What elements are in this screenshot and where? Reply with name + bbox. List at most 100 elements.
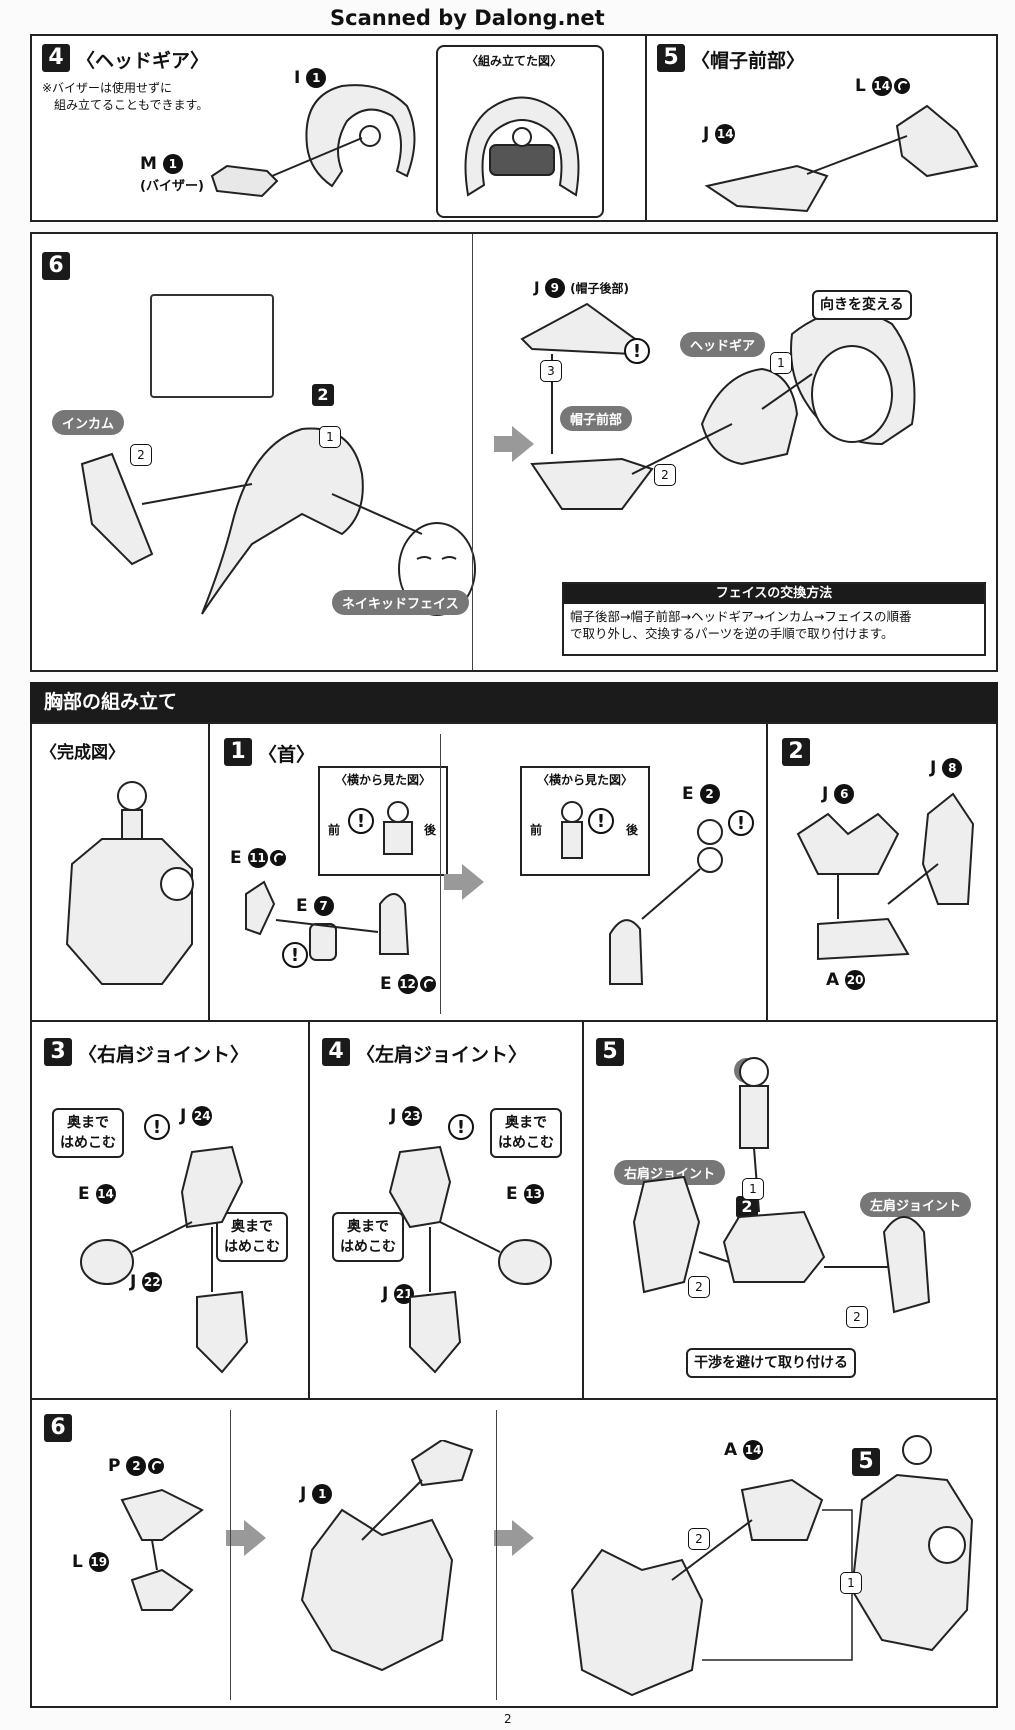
side-view-sketch xyxy=(561,801,583,859)
front-label: 前 xyxy=(530,823,543,837)
headgear-label: ヘッドギア xyxy=(680,332,766,357)
avoid-interference-callout: 干渉を避けて取り付ける xyxy=(686,1348,856,1378)
chest-step5-panel: 5 首 右肩ジョイント 左肩ジョイント 2 1 2 2 干渉を避けて取り付ける xyxy=(582,1020,998,1400)
part-label-j6: J 6 xyxy=(822,784,855,804)
step-ref-badge: 2 xyxy=(312,384,334,406)
step-title: 〈右肩ジョイント〉 xyxy=(78,1044,250,1066)
headgear-illustration xyxy=(210,84,416,198)
part-label-i: I 1 xyxy=(294,68,327,88)
order-2: 2 xyxy=(130,444,152,466)
chest-step3-right-joint-panel: 3 〈右肩ジョイント〉 奥まではめこむ 奥まではめこむ ! J 24 E 14 … xyxy=(30,1020,310,1400)
chest-step6-panel: 6 P 2 L 19 J 1 A 14 5 2 1 xyxy=(30,1398,998,1708)
part-label-e11: E 11 xyxy=(230,848,286,868)
step-title: 〈首〉 xyxy=(258,744,316,766)
step-number: 5 xyxy=(596,1038,624,1066)
complete-chest-illustration xyxy=(65,781,194,985)
face-swap-line1: 帽子後部→帽子前部→ヘッドギア→インカム→フェイスの順番 xyxy=(570,609,912,624)
push-in-callout: 奥まではめこむ xyxy=(216,1212,288,1262)
back-label: 後 xyxy=(424,823,437,837)
step-number: 1 xyxy=(224,738,252,766)
complete-view-panel: 〈完成図〉 xyxy=(30,722,210,1022)
part-label-e14: E 14 xyxy=(78,1184,116,1204)
caution-icon: ! xyxy=(282,942,308,968)
order-2: 2 xyxy=(688,1276,710,1298)
change-direction-callout: 向きを変える xyxy=(812,290,912,320)
part-label-l19: L 19 xyxy=(72,1552,109,1572)
part-label-j1: J 1 xyxy=(300,1484,333,1504)
caution-icon: ! xyxy=(624,338,650,364)
right-joint-illustration xyxy=(80,1145,249,1374)
part-label-a14: A 14 xyxy=(724,1440,764,1460)
part-label-l14: L 14 xyxy=(855,76,910,96)
face-swap-line2: で取り外し、交換するパーツを逆の手順で取り付けます。 xyxy=(570,626,894,641)
divider xyxy=(496,1410,497,1700)
divider xyxy=(440,734,441,1014)
incam-label: インカム xyxy=(52,410,125,435)
hat-assembly-illustration xyxy=(520,302,916,510)
order-3: 3 xyxy=(540,360,562,382)
step-title: 〈左肩ジョイント〉 xyxy=(356,1044,528,1066)
part-label-j14: J 14 xyxy=(703,124,736,144)
assembled-view-panel: 〈組み立てた図〉 xyxy=(436,45,604,218)
caution-icon: ! xyxy=(728,810,754,836)
step-number: 4 xyxy=(42,44,70,72)
part-label-e2: E 2 xyxy=(682,784,720,804)
step-number: 6 xyxy=(42,252,70,280)
order-1: 1 xyxy=(840,1572,862,1594)
flow-arrow xyxy=(494,1520,534,1556)
divider xyxy=(472,234,473,670)
order-2b: 2 xyxy=(846,1306,868,1328)
caution-icon: ! xyxy=(588,808,614,834)
step-title: 〈帽子前部〉 xyxy=(691,50,806,72)
step-ref-badge: 2 xyxy=(736,1196,758,1218)
side-view-box-2: 〈横から見た図〉 前 後 ! xyxy=(520,766,650,876)
part-label-j22: J 22 xyxy=(130,1272,163,1292)
step6-head-panel: 6 L 21 インカム 2 1 2 ネイキッドフェイス J 9 (帽子後部) !… xyxy=(30,232,998,672)
chest-frame-illustration xyxy=(796,792,975,961)
caution-icon: ! xyxy=(144,1114,170,1140)
step-title: 〈ヘッドギア〉 xyxy=(76,50,210,72)
part-label-j23: J 23 xyxy=(390,1106,423,1126)
flow-arrow xyxy=(494,426,534,462)
flow-arrow xyxy=(226,1520,266,1556)
part-label-e13: E 13 xyxy=(506,1184,544,1204)
step5-hat-front-panel: 5 〈帽子前部〉 L 14 J 14 xyxy=(645,34,998,222)
part-label-p2: P 2 xyxy=(108,1456,165,1476)
face-swap-box: フェイスの交換方法 帽子後部→帽子前部→ヘッドギア→インカム→フェイスの順番 で… xyxy=(562,582,986,656)
complete-view-title: 〈完成図〉 xyxy=(40,743,125,763)
front-label: 前 xyxy=(328,823,341,837)
page-number: 2 xyxy=(504,1712,512,1726)
hat-front-illustration xyxy=(704,104,979,213)
chest-step4-left-joint-panel: 4 〈左肩ジョイント〉 奥まではめこむ 奥まではめこむ ! J 23 E 13 … xyxy=(308,1020,584,1400)
naked-face-label: ネイキッドフェイス xyxy=(332,590,469,615)
part-label-e12: E 12 xyxy=(380,974,436,994)
step-ref-badge: 5 xyxy=(852,1448,880,1476)
chest-armor-illustration xyxy=(300,1440,474,1672)
note-line: ※バイザーは使用せずに xyxy=(42,81,173,95)
side-view-title: 〈横から見た図〉 xyxy=(536,773,633,787)
step-number: 3 xyxy=(44,1038,72,1066)
step-number: 4 xyxy=(322,1038,350,1066)
chest-step2-panel: 2 J 6 J 8 A 20 xyxy=(766,722,998,1022)
part-label-j24: J 24 xyxy=(180,1106,213,1126)
order-1: 1 xyxy=(319,426,341,448)
face-swap-title: フェイスの交換方法 xyxy=(564,584,984,604)
incam-part xyxy=(150,294,274,398)
p2-l19-illustration xyxy=(120,1488,204,1611)
chest-step1-neck-panel: 1 〈首〉 〈横から見た図〉 前 後 ! E 11 E 7 E 12 ! 〈横か… xyxy=(208,722,768,1022)
watermark: Scanned by Dalong.net xyxy=(330,6,605,30)
part-label-m-sub: (バイザー) xyxy=(140,179,204,194)
push-in-callout: 奥まではめこむ xyxy=(332,1212,404,1262)
chest-section-header: 胸部の組み立て xyxy=(30,682,998,722)
head-assembly-illustration xyxy=(80,427,476,616)
hat-front-label: 帽子前部 xyxy=(560,406,633,431)
visor-note: ※バイザーは使用せずに 組み立てることもできます。 xyxy=(42,80,208,114)
chest-assembly-illustration xyxy=(632,1057,931,1314)
order-1b: 1 xyxy=(770,352,792,374)
left-joint-label: 左肩ジョイント xyxy=(860,1192,972,1217)
part-label-m: M 1 xyxy=(140,154,183,174)
push-in-callout: 奥まではめこむ xyxy=(490,1108,562,1158)
part-label-a20: A 20 xyxy=(826,970,866,990)
back-label: 後 xyxy=(626,823,639,837)
push-in-callout: 奥まではめこむ xyxy=(52,1108,124,1158)
